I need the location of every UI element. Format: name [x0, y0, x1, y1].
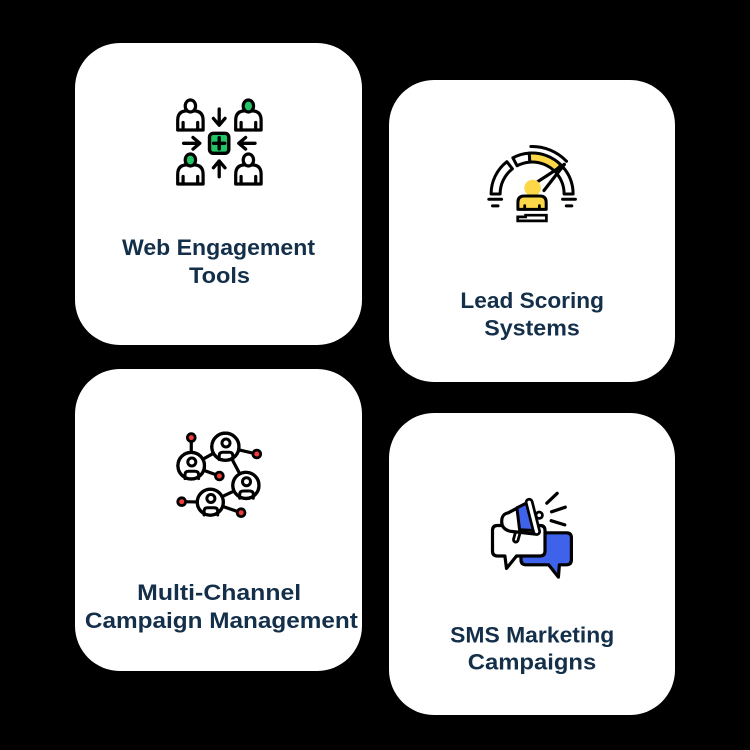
svg-text:Lead Scoring: Lead Scoring	[460, 288, 604, 313]
svg-text:Web Engagement: Web Engagement	[122, 235, 316, 260]
svg-text:Systems: Systems	[484, 316, 580, 341]
svg-text:Campaigns: Campaigns	[468, 650, 597, 675]
svg-text:Tools: Tools	[189, 263, 250, 288]
svg-text:Campaign Management: Campaign Management	[85, 608, 359, 633]
svg-text:SMS Marketing: SMS Marketing	[450, 623, 614, 648]
svg-text:Multi-Channel: Multi-Channel	[137, 580, 301, 605]
